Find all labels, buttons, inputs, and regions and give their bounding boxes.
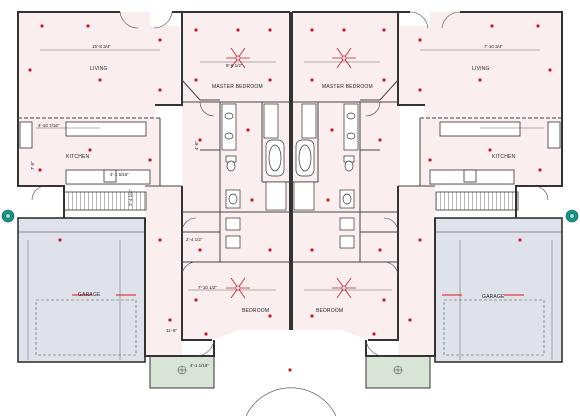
room-label-bedroom-left: BEDROOM (242, 308, 270, 314)
ceiling-fan-icon (226, 47, 356, 299)
bathroom-fixtures (221, 103, 359, 249)
dimension-label: 15'-8 3/4" (92, 44, 111, 49)
dimension-label: 7'-10 3/4" (484, 44, 503, 49)
dimension-label: 4'-1 1/16" (190, 363, 209, 368)
dimension-label: 11'-6" (166, 328, 178, 333)
dimension-label: 4'-1 5/16" (110, 172, 129, 177)
interior-walls (18, 79, 562, 263)
dimension-label: 7'-5" (30, 161, 35, 170)
dimension-label: 4'-6" (194, 141, 199, 150)
room-label-garage-left: GARAGE (78, 292, 101, 298)
room-label-master-left: MASTER BEDROOM (212, 84, 263, 90)
door-swings (31, 11, 549, 416)
walls (17, 11, 563, 357)
room-label-living-right: LIVING (472, 66, 490, 72)
dimension-label: 4'-10 7/16" (38, 123, 60, 128)
kitchen-counters (19, 121, 561, 185)
door-hardware-icon (1, 209, 579, 223)
room-label-kitchen-right: KITCHEN (492, 154, 516, 160)
stairs-right (435, 191, 519, 211)
plant-icon (177, 365, 403, 375)
garages (17, 217, 563, 363)
dimension-label: 8'-6 1/2" (226, 63, 243, 68)
room-label-kitchen-left: KITCHEN (66, 154, 90, 160)
stairs-left (63, 191, 147, 211)
electrical-outlet-icon (28, 24, 552, 372)
room-label-bedroom-right: BEDROOM (316, 308, 344, 314)
dimension-label: 2'-4 1/4" (128, 189, 133, 206)
room-label-living-left: LIVING (90, 66, 108, 72)
dimension-label: 7'-10 1/2" (198, 285, 217, 290)
room-label-garage-right: GARAGE (482, 294, 505, 300)
room-label-master-right: MASTER BEDROOM (322, 84, 373, 90)
dimension-lines (27, 49, 553, 360)
dimension-label: 2'-4 1/2" (186, 237, 203, 242)
